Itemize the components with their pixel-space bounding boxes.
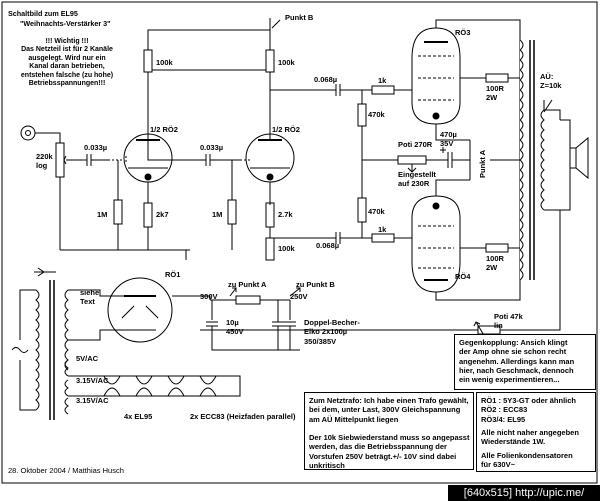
label-2x-ecc83: 2x ECC83 (Heizfaden parallel) — [190, 412, 296, 421]
label-eingestellt: Eingestellt auf 230R — [398, 170, 436, 189]
label-poti-47k: Poti 47k lin — [494, 312, 523, 331]
note-tubes: RÖ1 : 5Y3-GT oder ähnlich RÖ2 : ECC83 RÖ… — [481, 396, 577, 424]
label-470k-a: 470k — [368, 110, 385, 119]
ground-bus — [60, 249, 187, 260]
label-ro1: RÖ1 — [165, 270, 181, 279]
label-poti-270r: Poti 270R — [398, 140, 433, 149]
label-100k-a: 100k — [156, 58, 173, 67]
label-5v: 5V/AC — [76, 354, 99, 363]
note-legend-box: RÖ1 : 5Y3-GT oder ähnlich RÖ2 : ECC83 RÖ… — [476, 392, 596, 472]
note-gegenkopplung: Gegenkopplung: Ansich klingt der Amp ohn… — [459, 338, 575, 385]
tube-ro4 — [411, 179, 521, 301]
note-resistors: Alle nicht naher angegeben Wiederstände … — [481, 428, 579, 447]
wire-b-left — [147, 29, 270, 50]
frame-border — [1, 1, 598, 484]
resistor-1k-a — [360, 85, 412, 95]
resistor-1m-a — [113, 160, 123, 250]
note-netztrafo-box: Zum Netztrafo: Ich habe einen Trafo gewä… — [304, 392, 474, 470]
label-2k7-a: 2k7 — [156, 210, 169, 219]
label-1k-a: 1k — [378, 76, 387, 85]
label-ro4: RÖ4 — [455, 272, 471, 281]
label-zu-punkt-a: zu Punkt A — [228, 280, 267, 289]
resistor-1k-b — [360, 233, 412, 243]
label-470u: 470µ 35V — [440, 130, 457, 149]
arrow-punkt-b — [271, 19, 281, 29]
label-100r-b: 100R 2W — [486, 254, 504, 273]
resistor-2k7-b — [265, 202, 275, 228]
label-10u: 10µ 450V — [226, 318, 244, 337]
label-100k-b: 100k — [278, 58, 295, 67]
label-0033-a: 0.033µ — [84, 143, 108, 152]
rectifier-ro1 — [68, 277, 211, 343]
label-ro2b: 1/2 RÖ2 — [272, 125, 300, 134]
resistor-470k-a — [357, 90, 367, 160]
label-0068-b: 0.068µ — [316, 241, 340, 250]
label-zu-punkt-b: zu Punkt B — [296, 280, 335, 289]
label-ro2a: 1/2 RÖ2 — [150, 125, 178, 134]
input-jack — [20, 125, 61, 143]
label-punkt-b-top: Punkt B — [285, 13, 314, 22]
heater-filaments — [68, 375, 241, 397]
watermark-bar: [640x515] http://upic.me/ — [448, 485, 600, 501]
output-transformer — [490, 39, 561, 281]
label-doppel: Doppel-Becher- Elko 2x100µ 350/385V — [304, 318, 360, 346]
date-signature: 28. Oktober 2004 / Matthias Husch — [8, 466, 124, 475]
label-315v-a: 3.15V/AC — [76, 376, 109, 385]
label-au: AÜ: Z=10k — [540, 72, 562, 91]
label-300v: 300V — [200, 292, 218, 301]
label-220k: 220k log — [36, 152, 53, 171]
cap-470u — [440, 147, 470, 168]
label-2k7-b: 2.7k — [278, 210, 293, 219]
label-1m-a: 1M — [97, 210, 108, 219]
resistor-100k-b — [265, 18, 330, 91]
power-transformer — [11, 267, 69, 420]
psu-filter — [206, 287, 301, 351]
note-caps: Alle Folienkondensatoren für 630V~ — [481, 451, 573, 470]
resistor-1m-b — [227, 160, 237, 250]
resistor-100r-b — [460, 243, 520, 253]
feedback-wire — [500, 210, 561, 331]
label-100k-c: 100k — [278, 244, 295, 253]
warning-note: !!! Wichtig !!! Das Netzteil ist für 2 K… — [20, 38, 114, 88]
label-0068-a: 0.068µ — [314, 75, 338, 84]
label-1k-b: 1k — [378, 225, 387, 234]
cap-0033-b — [147, 140, 240, 166]
tube-ro3 — [411, 19, 521, 141]
cap-0033-a — [80, 154, 108, 166]
volume-pot — [55, 142, 80, 250]
resistor-2k7-a — [143, 202, 153, 228]
speaker-icon — [560, 119, 589, 211]
label-100r-a: 100R 2W — [486, 84, 504, 103]
label-250v: 250V — [290, 292, 308, 301]
resistor-470k-b — [357, 160, 367, 238]
title-line2: "Weihnachts-Verstärker 3" — [20, 19, 111, 28]
cap-0068-a — [330, 84, 360, 96]
resistor-100k-a — [143, 49, 153, 73]
title-line1: Schaltbild zum EL95 — [8, 9, 78, 18]
label-1m-b: 1M — [212, 210, 223, 219]
note-netztrafo: Zum Netztrafo: Ich habe einen Trafo gewä… — [309, 396, 470, 471]
resistor-100r-a — [460, 73, 520, 83]
label-ro3: RÖ3 — [455, 28, 471, 37]
label-470k-b: 470k — [368, 207, 385, 216]
note-gegenkopplung-box: Gegenkopplung: Ansich klingt der Amp ohn… — [454, 334, 596, 390]
label-4x-el95: 4x EL95 — [124, 412, 153, 421]
poti-270r — [397, 155, 442, 173]
label-siehe-text: siehe Text — [80, 288, 100, 307]
cap-0068-b — [270, 232, 360, 244]
label-315v-b: 3.15V/AC — [76, 396, 109, 405]
label-0033-b: 0.033µ — [200, 143, 224, 152]
label-punkt-a-right: Punkt A — [478, 149, 487, 178]
